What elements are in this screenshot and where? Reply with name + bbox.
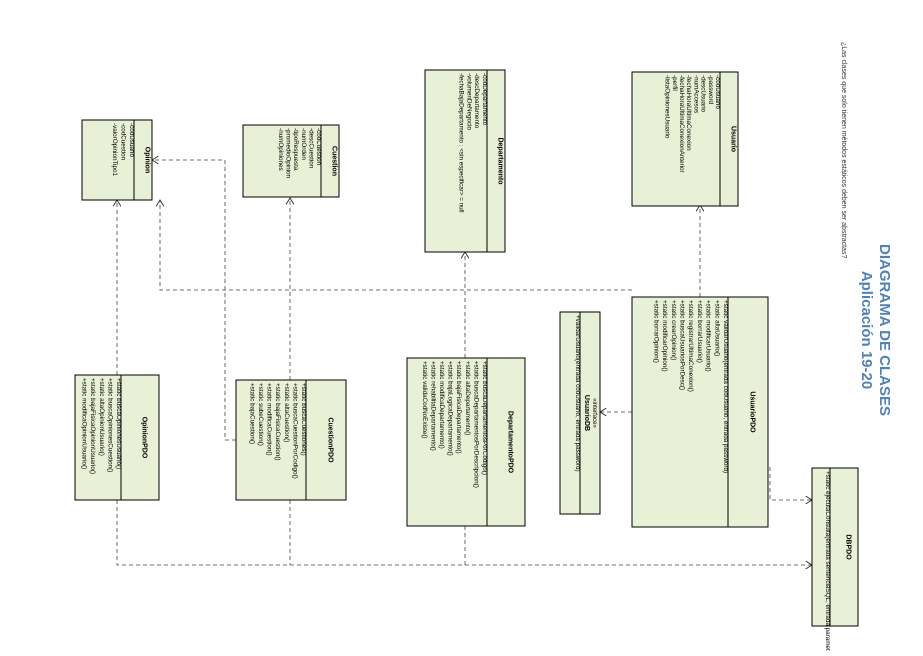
class-attribute: -codCuestion (120, 123, 127, 161)
class-attribute: -codUsuario (128, 123, 135, 157)
class-method: +static altaOpinionUsuario() (98, 378, 105, 456)
class-attribute: -password (707, 75, 714, 105)
class-box-frame (242, 124, 340, 198)
class-method: +static validarUsuario(entrada codUsuari… (722, 300, 729, 473)
class-method: +static buscaCuestiones() (300, 383, 307, 456)
class-method: +static buscaUsuariosPorDesc() (679, 300, 686, 390)
dependency-lines (117, 160, 812, 565)
class-method: +static borrarOpinion() (652, 300, 659, 363)
class-method: +static bajaLogicaDepartamento() (447, 361, 454, 456)
class-name: Opinion (144, 147, 151, 173)
class-method: +static modificarUsuario() (705, 300, 712, 372)
class-method: +static borrarUsuario() (696, 300, 703, 363)
class-method: +static modificarOpinion() (661, 300, 668, 372)
class-method: +static buscaDepartamentosPorCodigo() (481, 361, 488, 475)
class-attribute: -codUsuario (714, 75, 721, 109)
class-name: Usuario (730, 126, 737, 152)
class-box-frame (74, 374, 160, 501)
class-box-usuario: Usuario-codUsuario-password-descUsuario-… (631, 71, 739, 207)
class-method: +static registrarUltimaConexion() (687, 300, 694, 392)
class-name: DepartamentoPDO (507, 411, 514, 474)
dep-usuariopdo-dbpdo (769, 467, 812, 500)
class-attribute: -promedioOpinion (285, 128, 292, 179)
class-box-opinionPDO: OpinionPDO +static buscaOpinionesUsuario(… (74, 374, 160, 501)
class-attribute: -volumenDeNegocio (465, 73, 472, 131)
class-attribute: -descCuestion (307, 128, 314, 169)
class-method: +static bajaFisicaCuestion() (274, 383, 281, 461)
class-method: +static buscaOpinionesCuestion() (106, 378, 113, 472)
class-method: +static bajaFisicaOpinionUsuario() (89, 378, 96, 474)
class-method: +validarUsuario(entrada codUsuario, entr… (574, 315, 581, 472)
class-attribute: -numAccesos (692, 75, 699, 113)
class-name: CuestionPDO (327, 417, 334, 463)
class-method: +static buscaDepartamentosPorDescripcion… (472, 361, 479, 488)
dep-usuariopdo-opinion (160, 200, 632, 291)
class-box-usuarioPDO: UsuarioPDO +static validarUsuario(entrada… (631, 296, 769, 528)
diagram-subtitle: Aplicación 19-20 (858, 271, 875, 389)
class-method: +static crearOpinion() (670, 300, 677, 360)
dep-cuestionpdo-opinion (152, 160, 250, 441)
class-attribute: -perfil (671, 75, 678, 91)
class-box-usuarioDB: «interface»UsuarioDB+validarUsuario(entr… (559, 311, 601, 515)
class-method: +static altaDepartamento() (464, 361, 471, 435)
class-box-frame (235, 379, 347, 501)
class-box-cuestionPDO: CuestionPDO+static buscaCuestiones()+sta… (235, 379, 347, 501)
class-attribute: -codCuestion (315, 128, 322, 166)
class-name: DBPDO (845, 534, 852, 560)
class-name: UsuarioDB (583, 395, 590, 431)
class-method: +static modificaDepartamento() (438, 361, 445, 449)
class-method: +static subeCuestion() (257, 383, 264, 446)
class-attribute: -numOpiniones (277, 128, 284, 171)
class-attribute: -numOrden (300, 128, 307, 160)
class-method: +static validaCodNoExiste() (421, 361, 428, 439)
diagram-title: DIAGRAMA DE CLASES (876, 244, 893, 416)
class-box-frame (631, 296, 769, 528)
class-method: +static bajaCuestion() (248, 383, 255, 444)
class-method: +static altaUsuario() (713, 300, 720, 356)
class-name: Cuestion (331, 146, 338, 176)
dep-opinionpdo-dbpdo (116, 500, 812, 565)
class-method: +static bajaFisicaDepartamento() (455, 361, 462, 454)
class-method: +static modificaCuestion() (266, 383, 273, 456)
class-box-frame (406, 357, 526, 527)
class-box-departamento: Departamento -codDepartamento-descDeparta… (424, 69, 506, 253)
class-box-frame (81, 119, 153, 201)
class-method: +static buscaCuestionPorCodigo() (291, 383, 298, 479)
class-method: +static rehabilitaDepartamento() (429, 361, 436, 451)
class-attribute: -fechaHoraUltimaConexionAnterior (678, 75, 685, 173)
class-stereotype: «interface» (591, 398, 597, 428)
class-method: +static buscaOpinionesUsuario() (115, 378, 122, 469)
class-attribute: -tipoRespuesta (292, 128, 299, 171)
class-attribute: -listaOpinionesUsuario (664, 75, 671, 139)
class-attribute: -fechaHoraUltimaConexion (685, 75, 692, 151)
diagram-question: ¿Las clases que solo tienen métodos está… (840, 42, 847, 258)
classes-layer: Usuario-codUsuario-password-descUsuario-… (74, 69, 859, 656)
class-attribute: -fechaBajaDepartamento : <sin especifica… (458, 73, 465, 213)
class-box-frame (811, 467, 859, 627)
class-attribute: -codDepartamento (481, 73, 488, 126)
class-method: +static ejecutaConsulta(entrada sentenci… (824, 471, 831, 651)
class-attribute: -descUsuario (700, 75, 707, 113)
class-box-departamentoPDO: DepartamentoPDO +static buscaDepartamento… (406, 357, 526, 527)
class-box-cuestion: Cuestion -codCuestion-descCuestion-numOrd… (242, 124, 340, 198)
class-box-dbpdo: DBPDO +static ejecutaConsulta(entrada sen… (811, 467, 859, 656)
class-box-opinion: Opinion -codUsuario-codCuestion-valorOpin… (81, 119, 153, 201)
class-name: OpinionPDO (141, 417, 148, 459)
class-name: UsuarioPDO (749, 391, 756, 433)
class-method: +static altaCuestion() (283, 383, 290, 442)
class-name: Departamento (497, 137, 504, 184)
class-method: +static modificaOpinionUsuario() (81, 378, 88, 469)
class-box-frame (424, 69, 506, 253)
class-attribute: -valorOpinionTipo1 (111, 123, 118, 176)
class-attribute: -descDepartamento (473, 73, 480, 129)
